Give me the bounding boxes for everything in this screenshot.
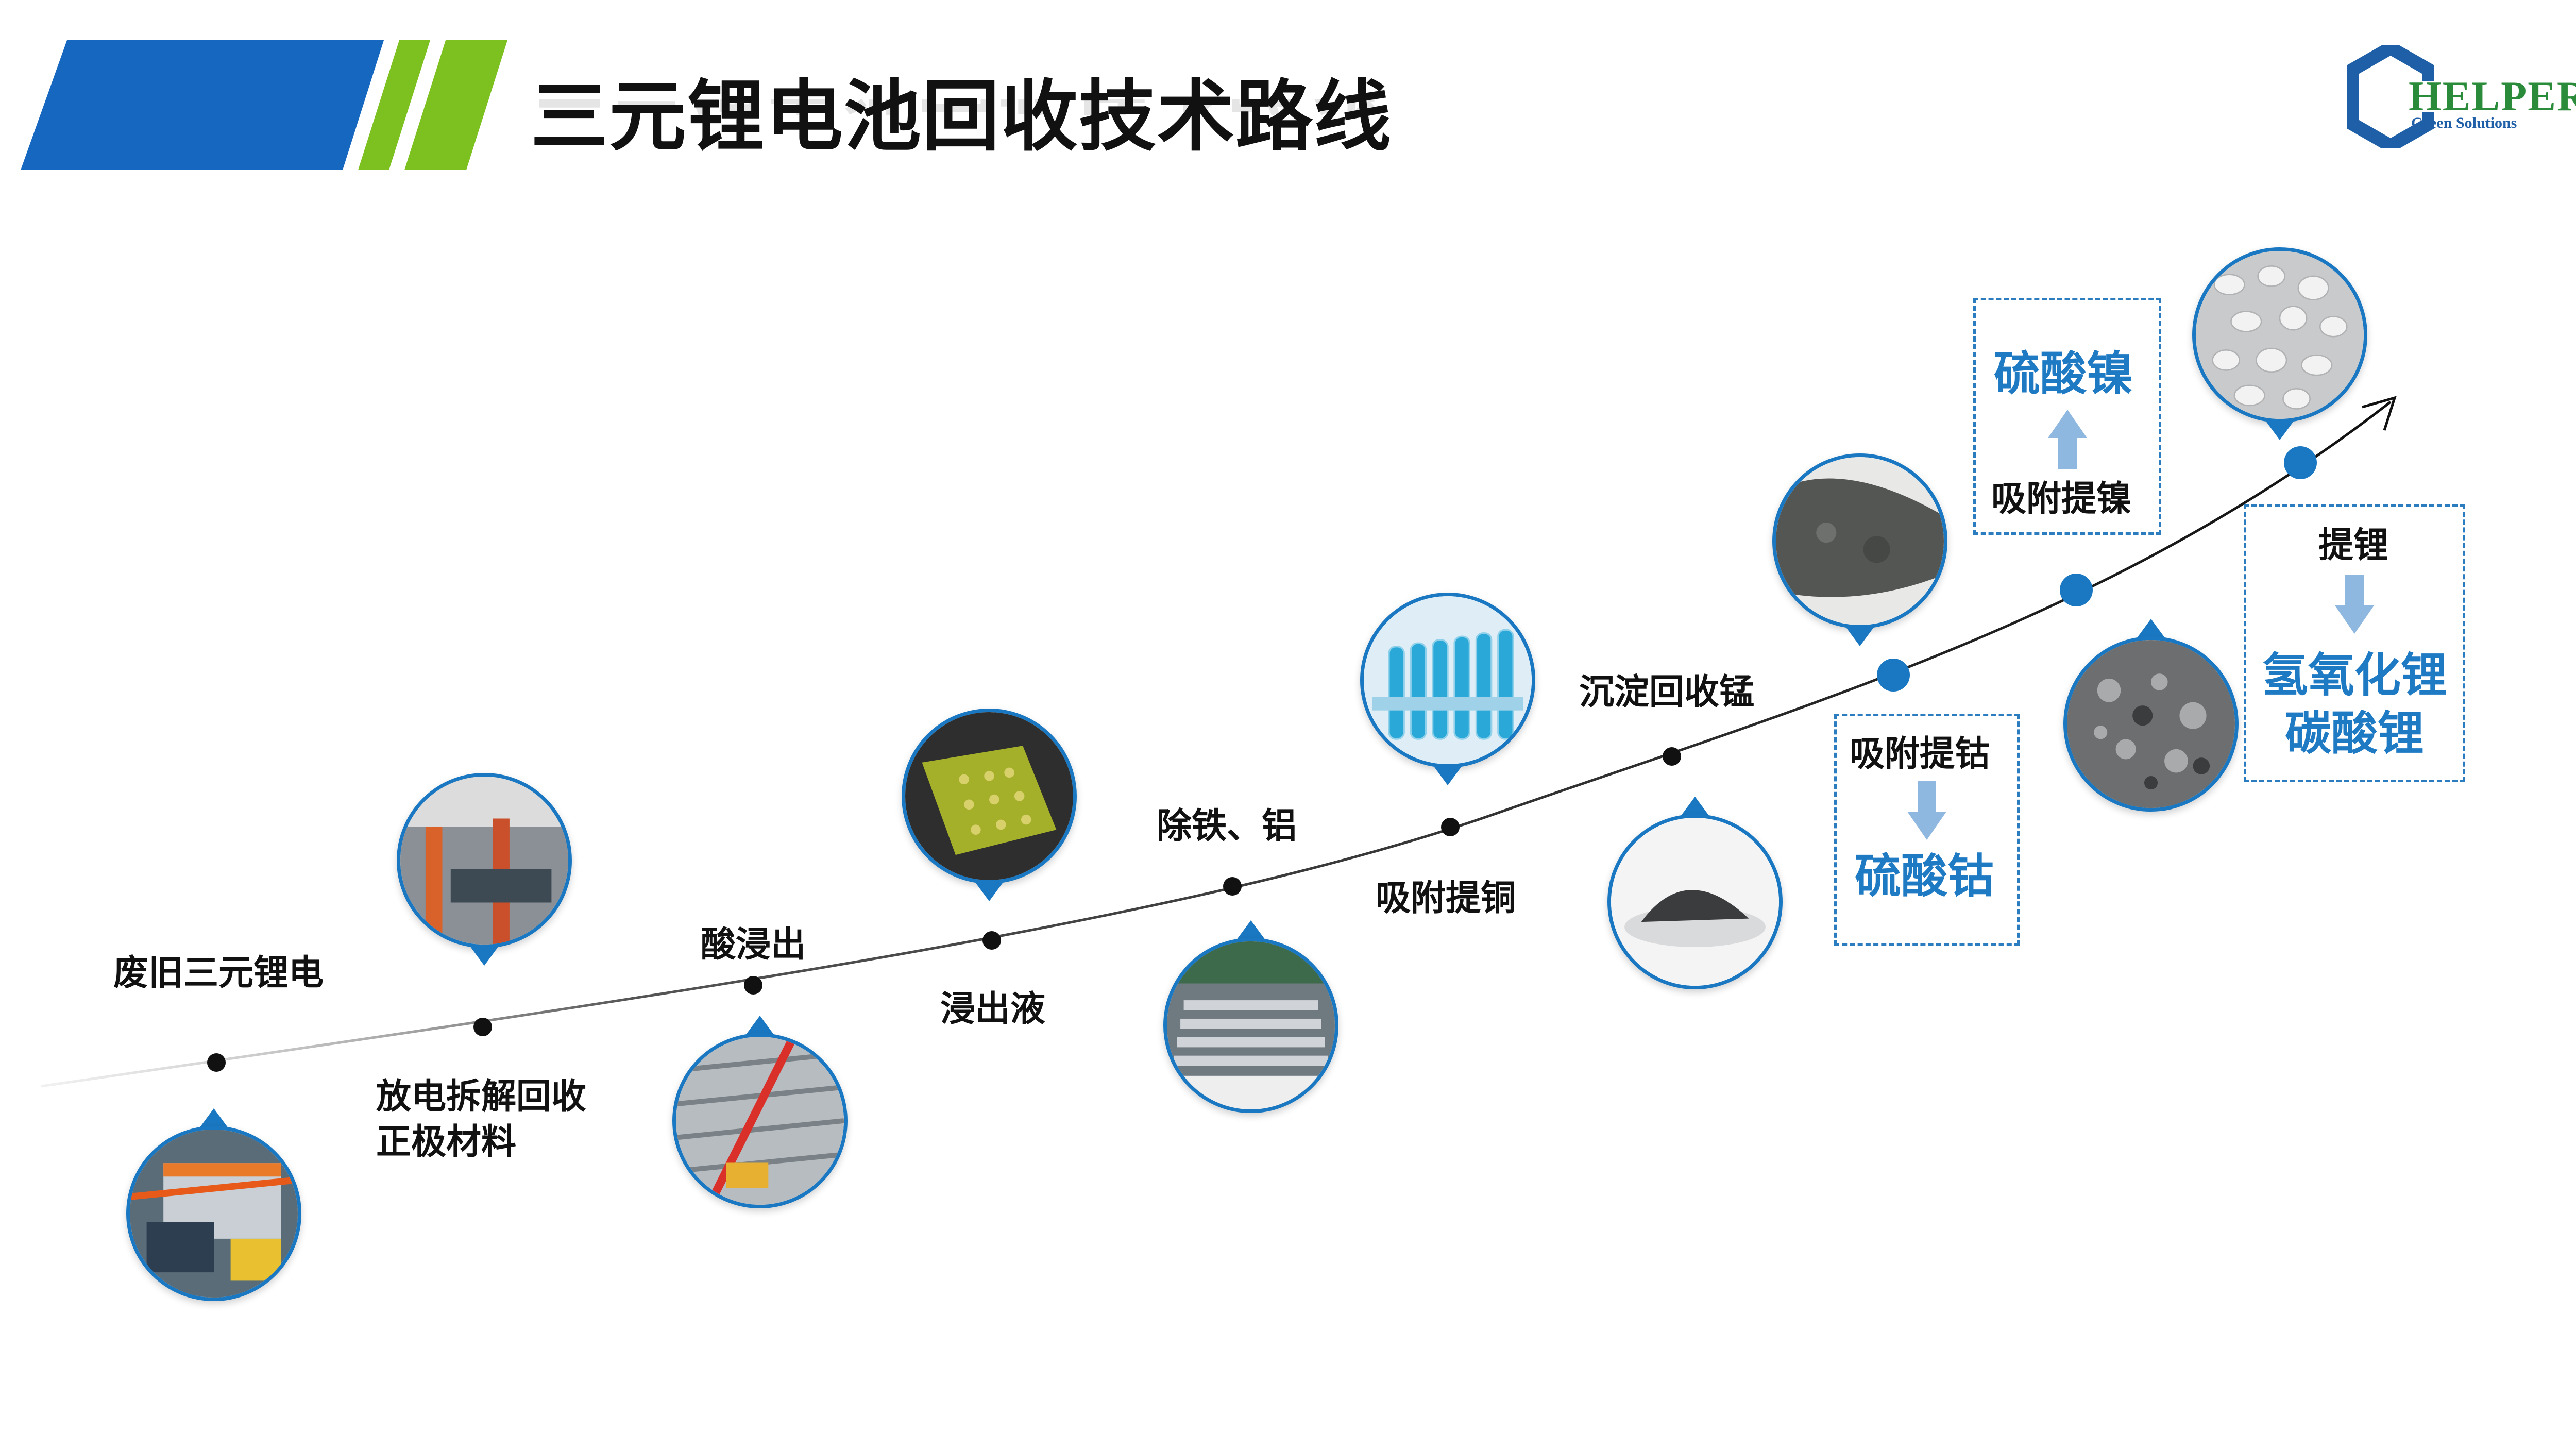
photo-cobalt-powder bbox=[1772, 453, 1947, 629]
title-bar-decoration bbox=[21, 40, 507, 170]
step-label-cobalt: 吸附提钴 bbox=[1850, 734, 1990, 774]
step-dot-9 bbox=[2060, 574, 2093, 606]
step-dot-8 bbox=[1877, 659, 1910, 692]
logo-subtitle: Green Solutions bbox=[2411, 114, 2517, 131]
step-label-copper: 吸附提铜 bbox=[1376, 878, 1516, 919]
photo-leachate bbox=[902, 709, 1077, 884]
arrow-up-icon bbox=[2048, 410, 2087, 469]
step-label-nickel: 吸附提镍 bbox=[1991, 479, 2132, 519]
step-dot-5 bbox=[1223, 877, 1242, 896]
step-dot-3 bbox=[744, 976, 762, 995]
product-nickel-sulfate: 硫酸镍 bbox=[1994, 347, 2133, 401]
step-label-waste-battery: 废旧三元锂电 bbox=[113, 953, 324, 993]
step-dot-10 bbox=[2284, 446, 2317, 479]
product-lithium-hydroxide-carbonate: 氢氧化锂 碳酸锂 bbox=[2262, 648, 2447, 761]
step-label-iron-aluminium: 除铁、铝 bbox=[1157, 806, 1297, 847]
photo-waste-battery bbox=[126, 1126, 301, 1301]
step-dot-7 bbox=[1663, 747, 1681, 766]
step-label-leachate: 浸出液 bbox=[940, 989, 1046, 1030]
photo-lithium-product bbox=[2192, 247, 2367, 423]
step-label-manganese: 沉淀回收锰 bbox=[1579, 672, 1755, 713]
product-cobalt-sulfate: 硫酸钴 bbox=[1855, 849, 1994, 903]
photo-dismantling bbox=[397, 773, 572, 948]
cobalt-box bbox=[1834, 714, 2020, 946]
step-dot-6 bbox=[1441, 818, 1460, 836]
photo-copper-adsorption bbox=[1360, 593, 1535, 768]
photo-iron-aluminium-removal bbox=[1163, 938, 1338, 1113]
arrow-head-icon bbox=[2362, 396, 2397, 431]
arrow-down-icon bbox=[1907, 781, 1946, 840]
step-label-dismantling: 放电拆解回收 正极材料 bbox=[376, 1076, 587, 1163]
step-dot-4 bbox=[982, 931, 1001, 950]
photo-manganese-precipitate bbox=[1607, 814, 1783, 989]
photo-acid-leaching bbox=[672, 1033, 848, 1208]
lithium-box bbox=[2244, 504, 2465, 782]
step-label-acid-leaching: 酸浸出 bbox=[701, 924, 806, 965]
step-label-lithium: 提锂 bbox=[2318, 525, 2389, 566]
step-dot-1 bbox=[207, 1053, 226, 1072]
arrow-down-icon bbox=[2335, 575, 2374, 634]
helper-logo-icon bbox=[2347, 45, 2434, 148]
step-dot-2 bbox=[473, 1018, 492, 1036]
logo-wordmark: HELPER bbox=[2409, 73, 2576, 120]
page-title: 三元锂电池回收技术路线 bbox=[531, 72, 1393, 162]
nickel-box bbox=[1973, 298, 2161, 535]
photo-nickel-powder bbox=[2063, 636, 2239, 812]
